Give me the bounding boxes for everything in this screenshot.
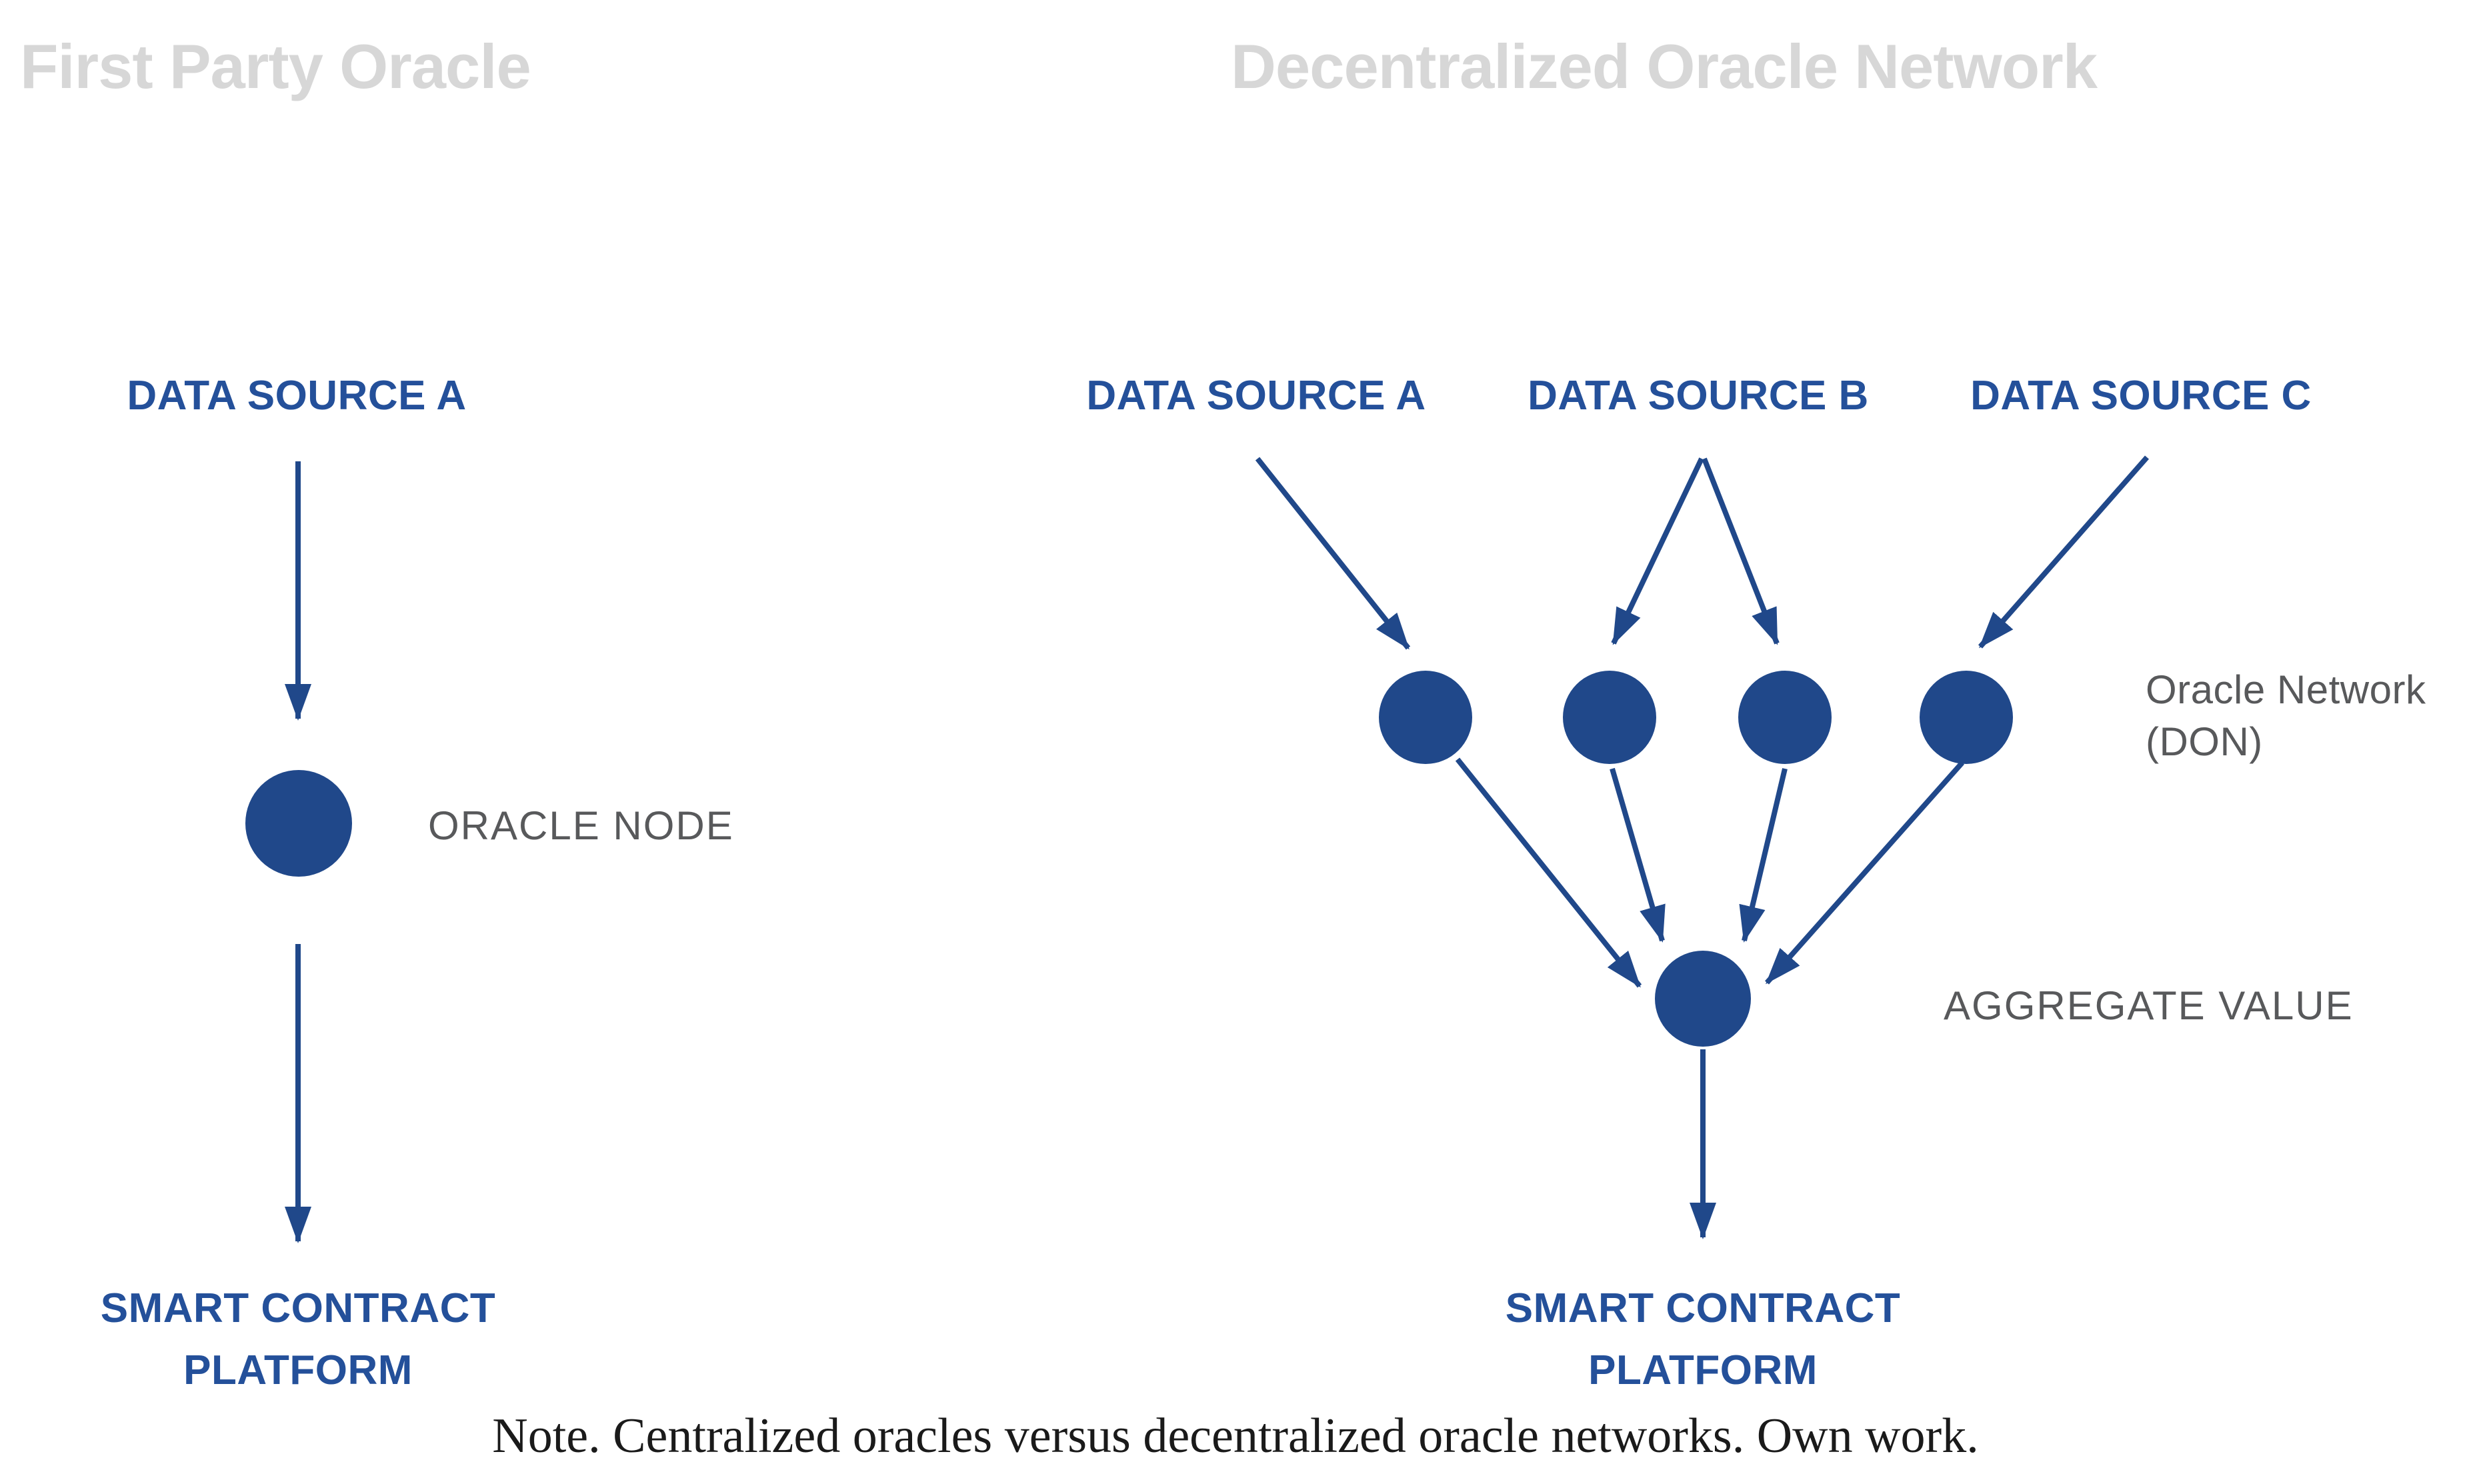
arrow-node1-to-aggregate: [1455, 757, 1642, 988]
decentralized-oracle-network-title: Decentralized Oracle Network: [1231, 31, 2098, 101]
aggregate-node-circle: [1655, 951, 1751, 1047]
left-data-source-a-label: DATA SOURCE A: [127, 373, 467, 419]
arrow-node3-to-aggregate: [1739, 768, 1788, 943]
don-node-1: [1379, 671, 1472, 764]
arrow-source-c-to-node4: [1978, 455, 2150, 649]
arrow-node4-to-aggregate: [1765, 761, 1964, 985]
right-data-source-a-label: DATA SOURCE A: [1086, 373, 1426, 419]
oracle-node-circle: [245, 770, 352, 877]
don-node-4: [1920, 671, 2013, 764]
right-data-source-b-label: DATA SOURCE B: [1528, 373, 1869, 419]
don-node-3: [1738, 671, 1832, 764]
arrow-source-b-to-node2: [1611, 457, 1704, 645]
figure-caption: Note. Centralized oracles versus decentr…: [492, 1409, 1979, 1463]
aggregate-value-label: AGGREGATE VALUE: [1944, 983, 2354, 1028]
don-node-2: [1563, 671, 1656, 764]
oracle-node-label: ORACLE NODE: [428, 803, 734, 848]
arrow-source-a-to-node1: [1255, 457, 1411, 650]
right-smart-contract-platform-label: SMART CONTRACT PLATFORM: [1505, 1285, 1901, 1393]
left-smart-contract-platform-label: SMART CONTRACT PLATFORM: [100, 1285, 496, 1393]
arrow-node2-to-aggregate: [1610, 767, 1666, 943]
arrow-source-b-to-node3: [1702, 457, 1780, 645]
oracle-network-don-label: Oracle Network (DON): [2146, 667, 2426, 764]
first-party-oracle-title: First Party Oracle: [20, 31, 531, 101]
right-data-source-c-label: DATA SOURCE C: [1970, 373, 2312, 419]
